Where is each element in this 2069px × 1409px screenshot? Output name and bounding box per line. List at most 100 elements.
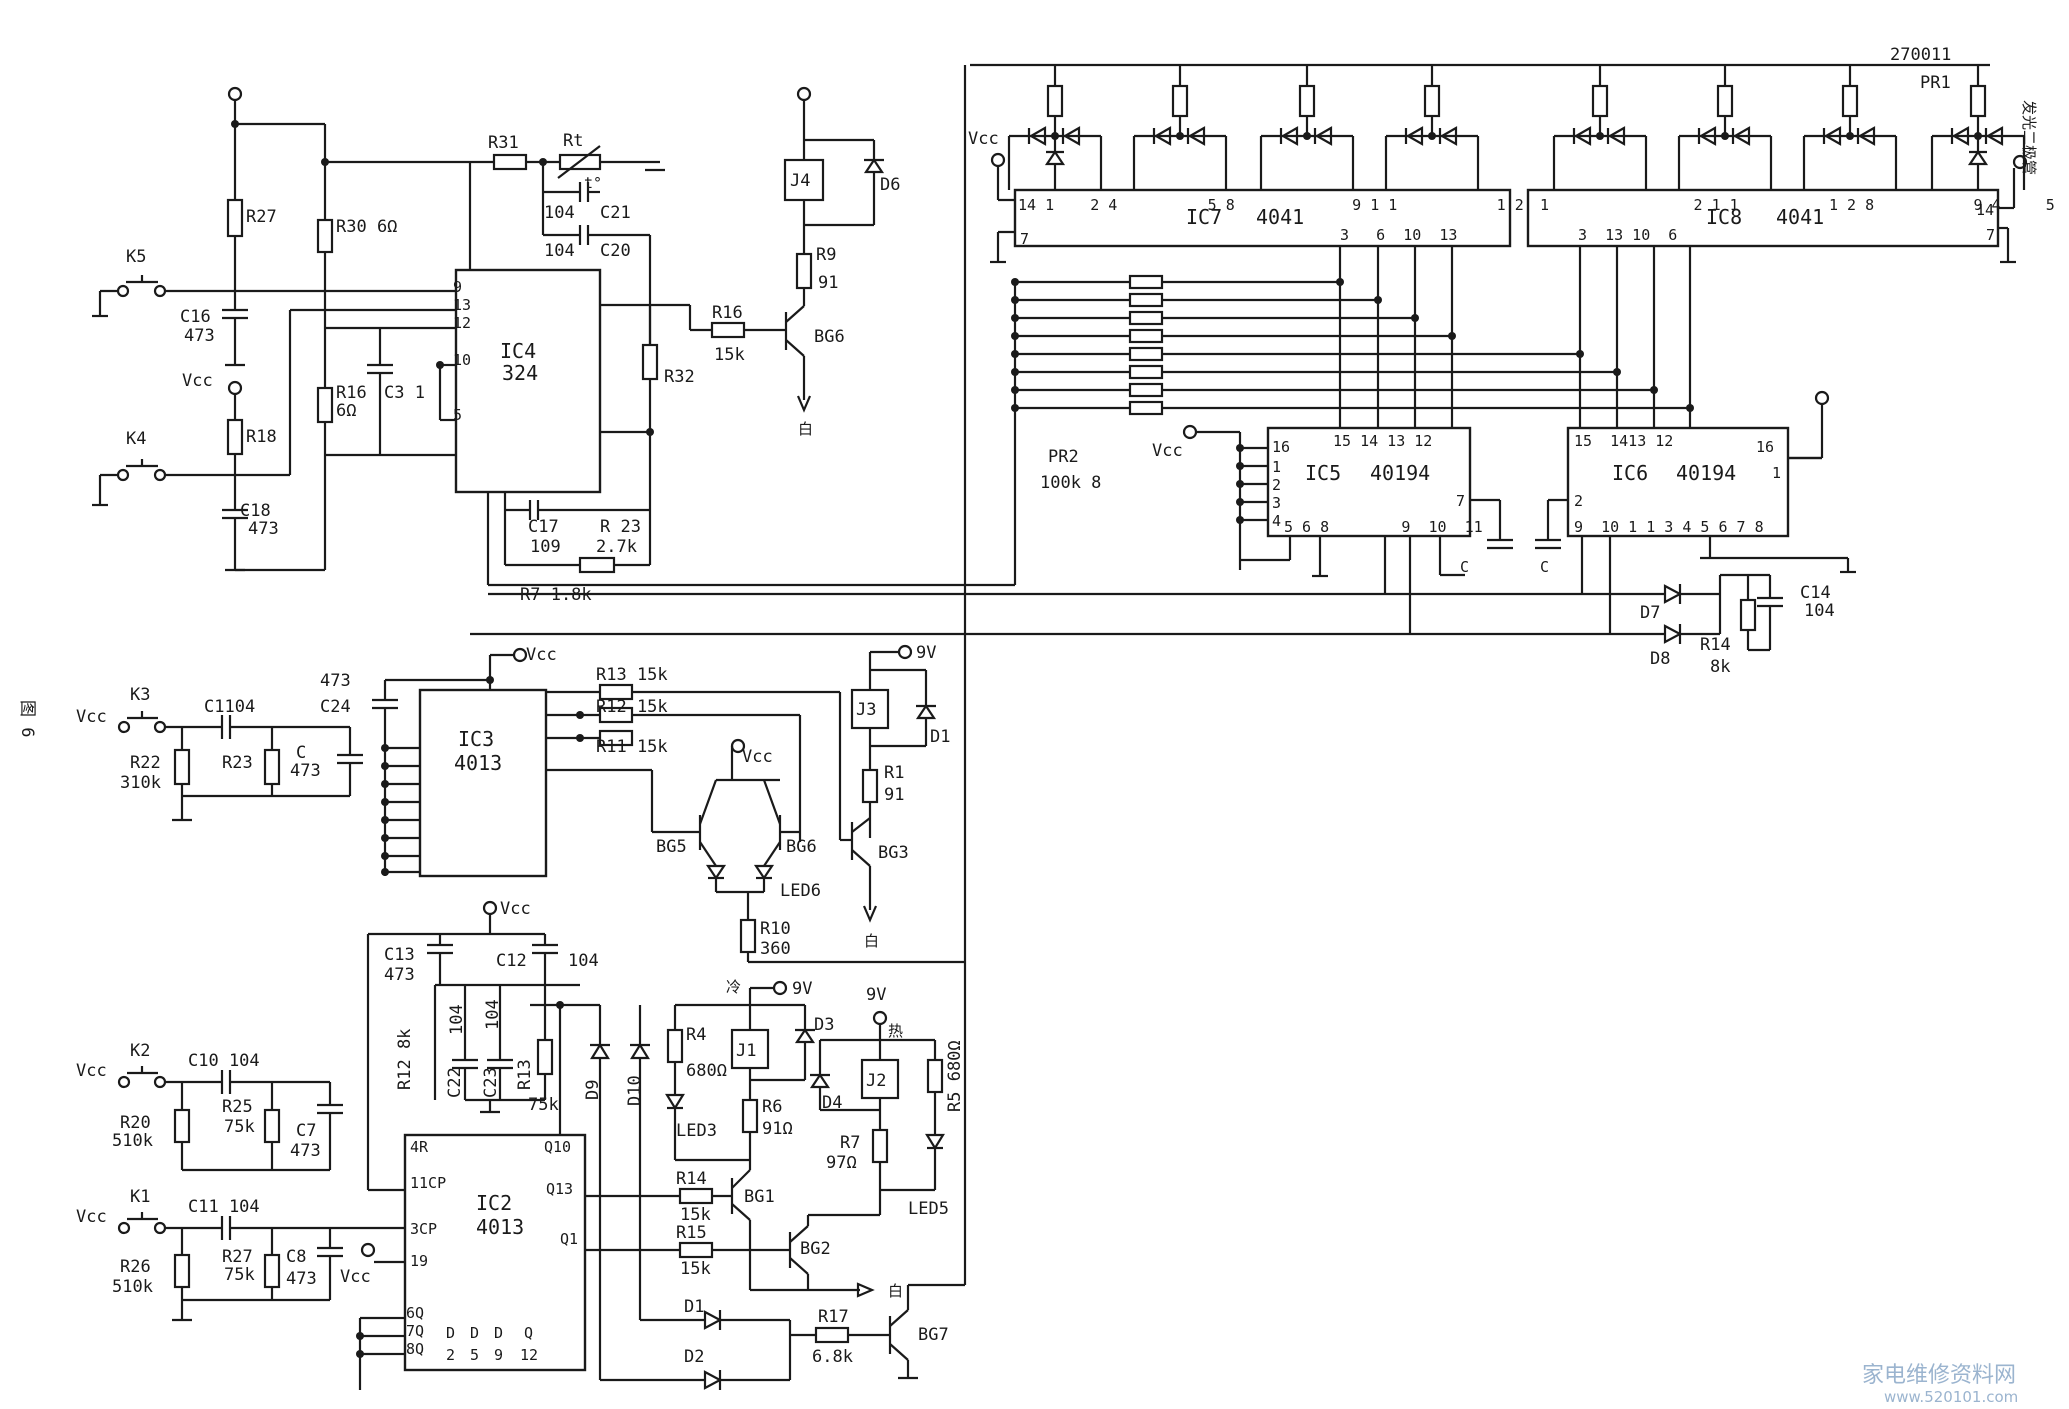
decoder-diode xyxy=(1607,126,1626,146)
r25-resistor xyxy=(263,1108,281,1144)
ic2-pin-19: 19 xyxy=(410,1252,428,1270)
ic2-pin-q13: Q13 xyxy=(546,1180,573,1198)
bg6-top-label: BG6 xyxy=(814,327,845,347)
indicator-led xyxy=(1967,150,1989,166)
ic6-pin-16: 16 xyxy=(1756,438,1774,456)
bg5-label: BG5 xyxy=(656,837,687,857)
r10-value: 360 xyxy=(760,939,791,959)
decoder-resistor xyxy=(1841,84,1859,118)
ic7-top-pins: 14 1 2 4 5 8 9 1 1 1 2 xyxy=(1018,196,1524,214)
r27-label: R27 xyxy=(246,207,277,227)
ic5-pin-3: 3 xyxy=(1272,494,1281,512)
r14a-resistor xyxy=(1739,598,1757,632)
pr2-label: PR2 xyxy=(1048,447,1079,467)
ic2-bottom-5: 5 xyxy=(470,1346,479,1364)
c21-value: 104 xyxy=(544,203,575,223)
c1104-label: C1104 xyxy=(204,697,255,717)
k3-contact-b[interactable] xyxy=(153,720,167,734)
junction-dot xyxy=(381,868,389,876)
nine-v-j3: 9V xyxy=(916,643,936,663)
ic7-chip xyxy=(1013,188,1512,248)
decoder-resistor xyxy=(1716,84,1734,118)
r20-value: 510k xyxy=(112,1131,153,1151)
r4-label: R4 xyxy=(686,1025,706,1045)
r25-value: 75k xyxy=(224,1117,255,1137)
vcc-bg-label: Vcc xyxy=(742,747,773,767)
decoder-resistor xyxy=(1423,84,1441,118)
hot-label: 热 xyxy=(888,1022,903,1040)
ic2-pin-8q: 8Q xyxy=(406,1340,424,1358)
ic2-chip xyxy=(403,1133,587,1372)
k4-label: K4 xyxy=(126,429,146,449)
r22-value: 310k xyxy=(120,773,161,793)
r16b-label: R16 xyxy=(712,303,743,323)
vcc-ic5-label: Vcc xyxy=(1152,441,1183,461)
r12b-label: R12 8k xyxy=(395,1029,415,1090)
k2-contact-b[interactable] xyxy=(153,1075,167,1089)
r16a-resistor xyxy=(316,386,334,424)
r18-resistor xyxy=(226,418,244,456)
r23a-value: 2.7k xyxy=(596,537,637,557)
r23b-label: R23 xyxy=(222,753,253,773)
ic4-pin-13: 13 xyxy=(453,296,471,314)
k1-contact-b[interactable] xyxy=(153,1221,167,1235)
decoder-diode xyxy=(1573,126,1592,146)
c12-label: C12 xyxy=(496,951,527,971)
c3-label: C3 1 xyxy=(384,383,425,403)
k5-contact-b[interactable] xyxy=(153,284,167,298)
r16b-value: 15k xyxy=(714,345,745,365)
decoder-diode xyxy=(1153,126,1172,146)
c23-value: 104 xyxy=(483,999,503,1030)
ic2-pin-4r: 4R xyxy=(410,1138,429,1156)
r7b-resistor xyxy=(871,1128,889,1164)
k2-label: K2 xyxy=(130,1041,150,1061)
k5-contact-a[interactable] xyxy=(116,284,130,298)
c22-label: C22 xyxy=(445,1067,465,1098)
c14-value: 104 xyxy=(1804,601,1835,621)
ic2-name: IC2 xyxy=(476,1191,512,1215)
r15-resistor xyxy=(678,1241,714,1259)
c24-value: 473 xyxy=(320,671,351,691)
k1-label: K1 xyxy=(130,1187,150,1207)
junction-dot xyxy=(381,834,389,842)
r13-label: R13 15k xyxy=(596,665,668,685)
ic2-pin-q1: Q1 xyxy=(560,1230,578,1248)
pr2-resistor xyxy=(1128,400,1164,416)
ic8-name: IC8 xyxy=(1706,205,1742,229)
j3-label: J3 xyxy=(856,700,876,720)
vcc-ic7-label: Vcc xyxy=(968,129,999,149)
emit-tube-label: 发光二极管 xyxy=(2020,100,2038,175)
ic4-chip xyxy=(454,268,602,494)
bg1-label: BG1 xyxy=(744,1187,775,1207)
r32-resistor xyxy=(641,343,659,381)
pr2-resistor xyxy=(1128,346,1164,362)
ic7-bottom-pins: 3 6 10 13 xyxy=(1340,226,1457,244)
ic5-top-pins: 15 14 13 12 xyxy=(1333,432,1432,450)
r26-resistor xyxy=(173,1253,191,1289)
r23a-label: R 23 xyxy=(600,517,641,537)
junction-dot xyxy=(381,780,389,788)
bg7-label: BG7 xyxy=(918,1325,949,1345)
ic2-pin-7q: 7Q xyxy=(406,1322,424,1340)
r23b-resistor xyxy=(263,748,281,786)
ic6-pin-1: 1 xyxy=(1772,464,1781,482)
cold-label: 冷 xyxy=(726,978,741,996)
c22-value: 104 xyxy=(447,1004,467,1035)
r7b-label: R7 xyxy=(840,1133,860,1153)
rt-label: Rt xyxy=(563,131,583,151)
r1-value: 91 xyxy=(884,785,904,805)
vcc-ic2-pin19-label: Vcc xyxy=(340,1267,371,1287)
nine-v-j1: 9V xyxy=(792,979,812,999)
c7-value: 473 xyxy=(290,1141,321,1161)
ic4-block: IC4 324 9 13 12 10 5 R27 C16 473 R30 6Ω … xyxy=(92,86,1015,605)
vcc-ic3-label: Vcc xyxy=(526,645,557,665)
c18-label: C18 xyxy=(240,501,271,521)
ic7-name: IC7 xyxy=(1186,205,1222,229)
ic8-top-pins: 1 2 1 1 1 2 8 9 4 5 xyxy=(1540,196,2055,214)
k4-contact-b[interactable] xyxy=(153,468,167,482)
k4-contact-a[interactable] xyxy=(116,468,130,482)
r30-resistor xyxy=(316,218,334,254)
r14b-label: R14 xyxy=(676,1169,707,1189)
r23a-resistor xyxy=(578,556,616,574)
r30-label: R30 6Ω xyxy=(336,217,397,237)
